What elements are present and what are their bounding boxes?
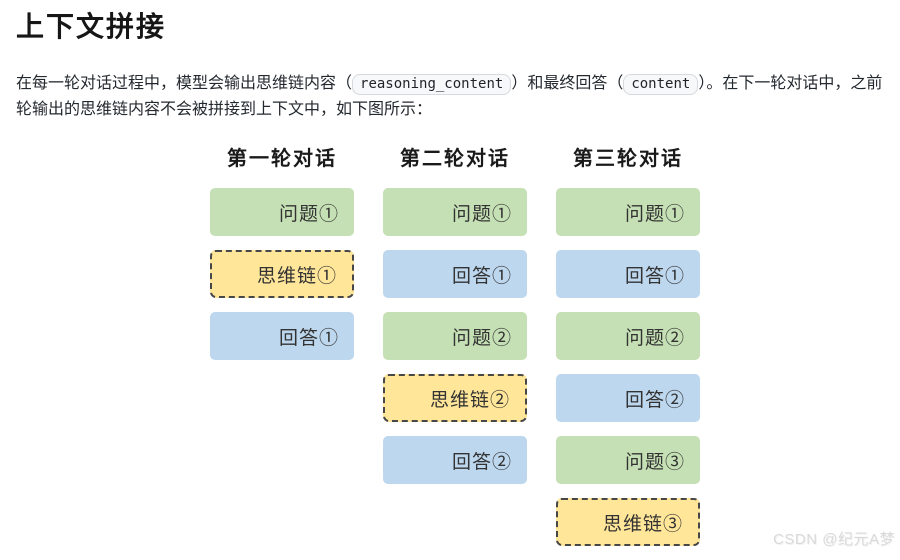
diagram-column-round-2: 第二轮对话问题① 回答① 问题② 思维链② 回答② [383, 148, 527, 560]
diagram-column-round-1: 第一轮对话问题① 思维链① 回答① [210, 148, 354, 560]
diagram-box-question: 问题① [210, 188, 354, 236]
diagram-column-title: 第一轮对话 [227, 148, 337, 170]
inline-code: content [623, 74, 699, 95]
diagram-column-title: 第三轮对话 [573, 148, 683, 170]
diagram-column-title: 第二轮对话 [400, 148, 510, 170]
page-title: 上下文拼接 [16, 11, 167, 42]
diagram-box-question: 问题② [556, 312, 700, 360]
diagram-box-question: 问题③ [556, 436, 700, 484]
intro-text: ）。在下一轮对话中，之前轮输出的思维链内容不会被拼接到上下文中，如下图所示： [16, 75, 883, 118]
diagram-box-question: 问题① [556, 188, 700, 236]
diagram-box-answer: 回答② [383, 436, 527, 484]
diagram-box-answer: 回答① [556, 250, 700, 298]
inline-code: reasoning_content [352, 74, 512, 95]
intro-text: 在每一轮对话过程中，模型会输出思维链内容（ [16, 75, 353, 92]
diagram-box-answer: 回答② [556, 374, 700, 422]
diagram-box-reasoning: 思维链② [383, 374, 527, 422]
diagram-box-question: 问题② [383, 312, 527, 360]
watermark: CSDN @纪元A梦 [773, 531, 895, 548]
diagram-box-reasoning: 思维链① [210, 250, 354, 298]
intro-text: ）和最终回答（ [511, 75, 624, 92]
diagram-box-answer: 回答① [383, 250, 527, 298]
diagram-column-round-3: 第三轮对话问题① 回答① 问题② 回答② 问题③ 思维链③ [556, 148, 700, 560]
diagram-box-reasoning: 思维链③ [556, 498, 700, 546]
intro-paragraph: 在每一轮对话过程中，模型会输出思维链内容（reasoning_content）和… [16, 71, 892, 123]
diagram-box-answer: 回答① [210, 312, 354, 360]
diagram-box-question: 问题① [383, 188, 527, 236]
